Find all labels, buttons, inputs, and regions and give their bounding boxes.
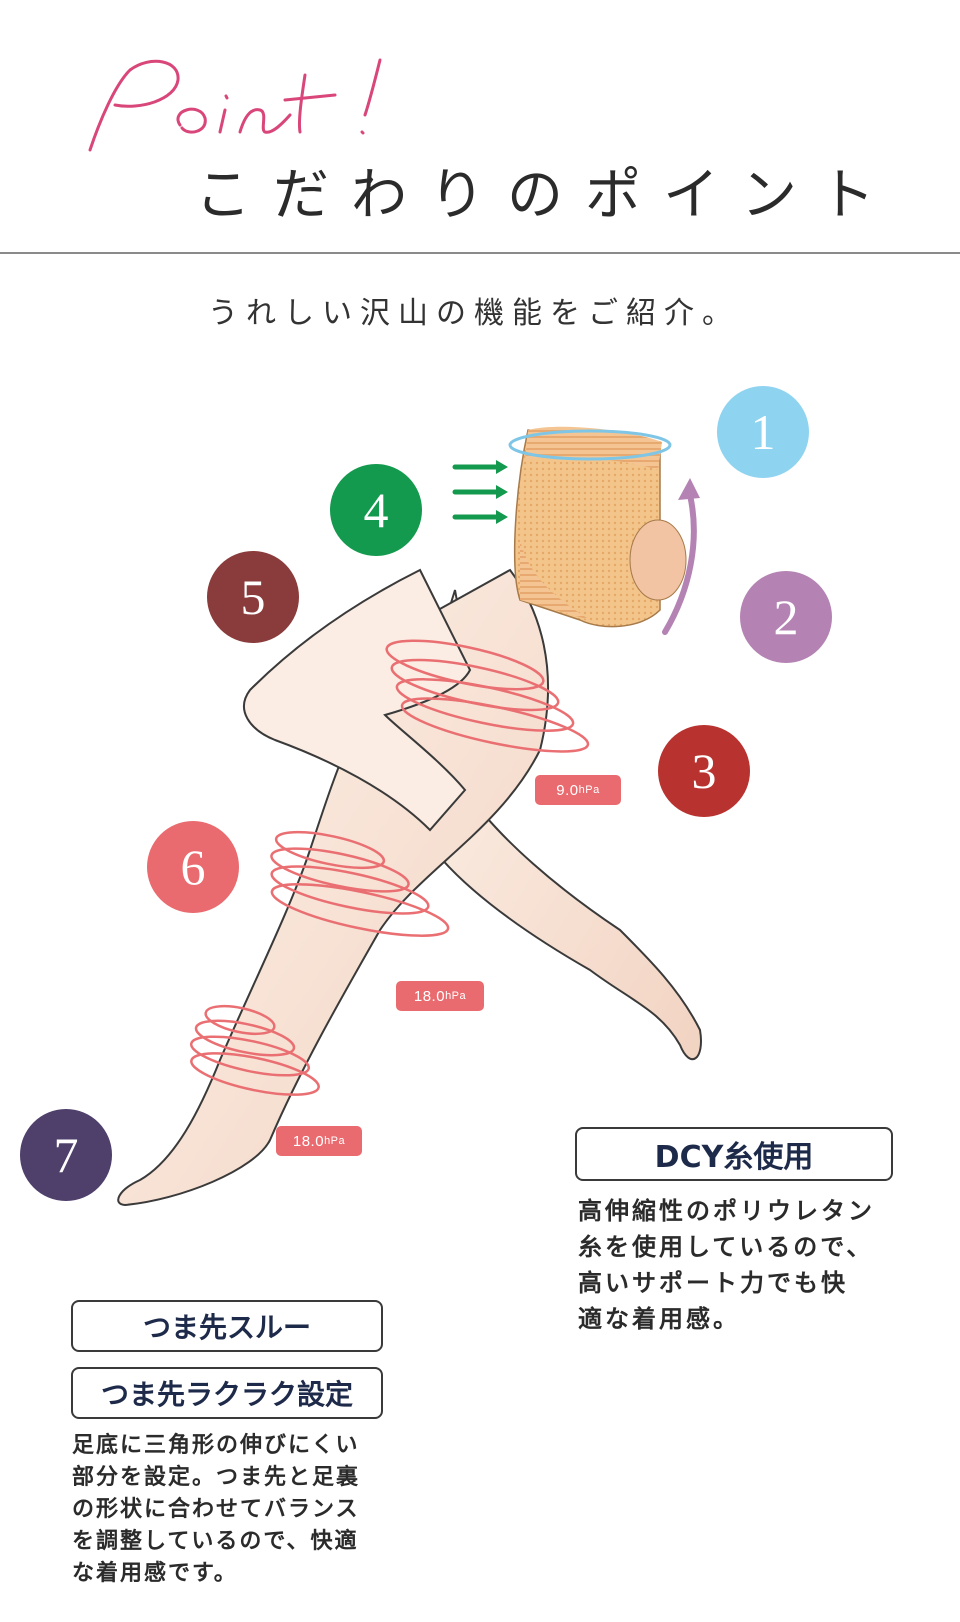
point-5-badge: 5 xyxy=(207,551,299,643)
point-3-badge: 3 xyxy=(658,725,750,817)
point-4-badge: 4 xyxy=(330,464,422,556)
dcy-feature-description: 高伸縮性のポリウレタン 糸を使用しているので、 高いサポート力でも快 適な着用感… xyxy=(578,1197,875,1333)
point-1-badge: 1 xyxy=(717,386,809,478)
page-title: こだわりのポイント xyxy=(195,163,897,228)
header-divider xyxy=(0,252,960,254)
panty-top xyxy=(513,429,661,628)
dcy-feature-label: DCY糸使用 xyxy=(575,1127,893,1181)
point-7-badge: 7 xyxy=(20,1109,112,1201)
toe-easy-setting-label: つま先ラクラク設定 xyxy=(71,1367,383,1419)
bent-thigh xyxy=(243,568,472,832)
toe-through-label: つま先スルー xyxy=(71,1300,383,1352)
point-2-badge: 2 xyxy=(740,571,832,663)
stocking-illustration xyxy=(117,426,702,1207)
point-script-logo xyxy=(88,58,382,152)
toe-feature-description: 足底に三角形の伸びにくい 部分を設定。つま先と足裏 の形状に合わせてバランス を… xyxy=(72,1433,361,1586)
point-6-badge: 6 xyxy=(147,821,239,913)
page-subtitle: うれしい沢山の機能をご紹介。 xyxy=(208,296,740,331)
